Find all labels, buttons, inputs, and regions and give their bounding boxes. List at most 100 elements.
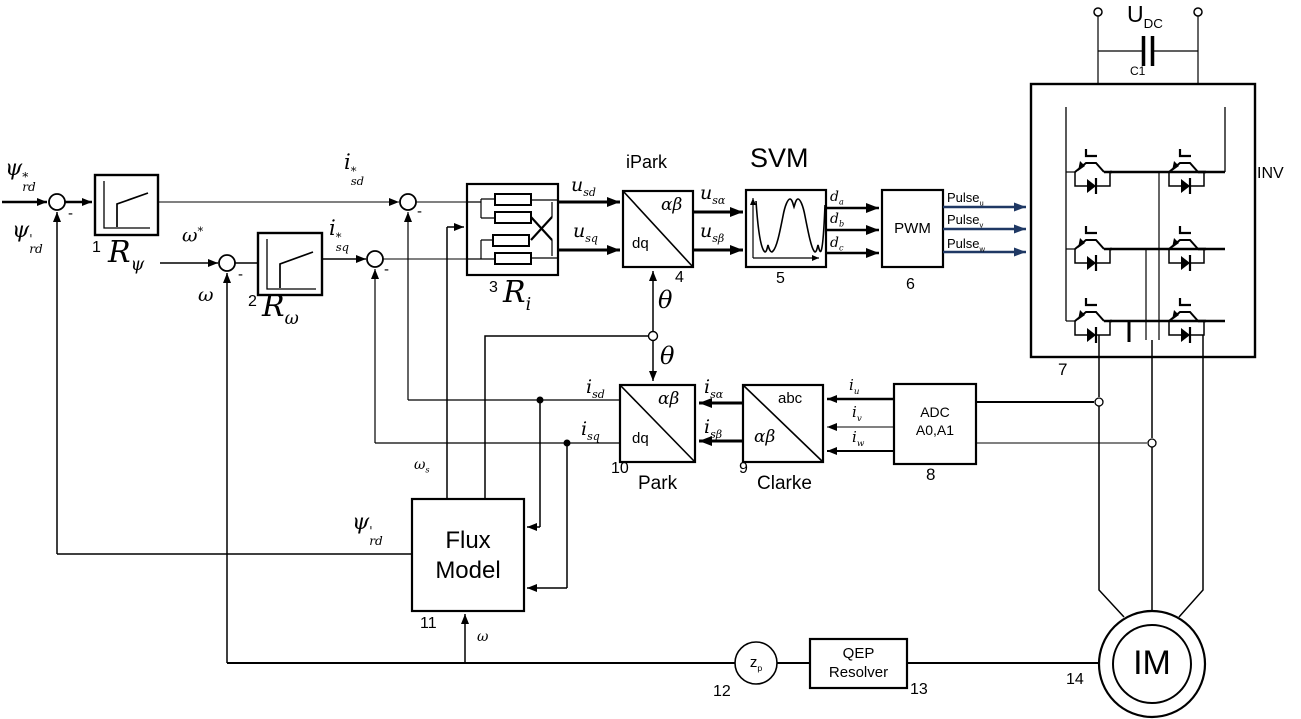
r-omega-block: [256, 231, 324, 297]
park-alphabeta-label: αβ: [658, 389, 680, 409]
qep-box: [808, 637, 909, 690]
igbt-icon: [1160, 149, 1206, 194]
dc-terminal-plus: [1093, 7, 1103, 17]
im-label: IM: [1133, 644, 1171, 682]
phase-v-tap-node: [1147, 438, 1157, 448]
minus-sign-isd-sum: -: [417, 203, 422, 220]
label-psi-rd-flux-output: ψ'rd: [352, 510, 383, 549]
label-isq-ref: i*sq: [329, 216, 350, 254]
block-number-1: 1: [92, 239, 101, 256]
udc-label: UDC: [1127, 1, 1163, 31]
dc-link: [1093, 7, 1203, 84]
block-number-4: 4: [675, 269, 684, 286]
svm-waveform-icon: [755, 198, 826, 253]
inverter-label: INV: [1257, 165, 1284, 182]
voltage-path-wires: [558, 197, 879, 258]
clarke-block: [741, 383, 825, 464]
block-number-12: 12: [713, 683, 731, 700]
label-pulse-w: Pulsew: [947, 236, 985, 254]
summing-junctions: [48, 193, 417, 272]
isq-branch-dot: [563, 439, 571, 447]
igbt-icon: [1066, 149, 1112, 194]
speed-sum-junction: [218, 254, 236, 272]
block-number-8: 8: [926, 465, 936, 484]
label-iv: iv: [852, 403, 862, 424]
ipark-title: iPark: [626, 152, 668, 172]
theta-wires: [484, 271, 659, 499]
label-usq: usq: [573, 220, 598, 245]
phase-u-tap-node: [1094, 397, 1104, 407]
ipark-block: [621, 189, 695, 269]
inverter-block: [1029, 82, 1257, 359]
label-is-beta: isβ: [704, 416, 723, 441]
igbt-icon: [1160, 226, 1206, 271]
clarke-title: Clarke: [757, 473, 812, 494]
zp-circle: [734, 641, 778, 685]
measured-current-wires: [699, 395, 894, 455]
block-number-6: 6: [906, 276, 915, 293]
label-is-alpha: isα: [704, 376, 724, 401]
isq-sum-junction: [366, 250, 384, 268]
label-isd-ref: i*sd: [344, 150, 365, 188]
park-block: [618, 383, 697, 464]
svm-block: [744, 188, 828, 269]
igbt-icon: [1066, 298, 1112, 343]
label-psi-rd-feedback: ψ'rd: [12, 218, 43, 257]
isd-sum-junction: [399, 193, 417, 211]
label-duty-b: db: [830, 211, 845, 229]
speed-loop-wires: [160, 255, 467, 267]
minus-sign-flux-sum: -: [68, 205, 73, 222]
ipark-dq-label: dq: [632, 235, 649, 252]
r-psi-label: Rψ: [108, 235, 145, 275]
r-omega-label: Rω: [262, 289, 299, 329]
r-i-label: Ri: [503, 275, 532, 315]
igbt-cells: [1066, 149, 1206, 343]
capacitor-label: C1: [1130, 64, 1146, 78]
label-theta-to-ipark: θ: [658, 286, 673, 314]
r-i-block: [465, 182, 560, 277]
block-number-3: 3: [489, 279, 498, 296]
flux-model-block: [410, 497, 526, 613]
theta-node: [647, 330, 659, 342]
label-omega-s: ωs: [414, 457, 430, 475]
label-duty-a: da: [830, 189, 844, 207]
block-number-14: 14: [1066, 671, 1084, 688]
speed-sensor-chain: [734, 637, 909, 690]
label-psi-rd-ref: ψ*rd: [5, 156, 36, 195]
pwm-block: [880, 188, 945, 269]
svm-title: SVM: [750, 143, 809, 173]
phase-wires: [976, 335, 1204, 618]
block-number-5: 5: [776, 270, 785, 287]
adc-block: [892, 382, 978, 466]
park-title: Park: [638, 473, 678, 494]
label-theta-to-park: θ: [660, 342, 675, 370]
block-number-13: 13: [910, 681, 928, 698]
label-duty-c: dc: [830, 235, 844, 253]
block-number-10: 10: [611, 460, 629, 477]
r-psi-block: [93, 173, 160, 237]
label-omega-ref: ω*: [182, 224, 204, 247]
zp-label: zp: [749, 654, 763, 673]
igbt-icon: [1066, 226, 1112, 271]
label-omega-feedback: ω: [198, 284, 214, 306]
label-isd-feedback: isd: [586, 376, 605, 401]
park-dq-label: dq: [632, 430, 649, 447]
igbt-icon: [1160, 298, 1206, 343]
pwm-pulse-wires: [943, 202, 1026, 257]
dc-terminal-minus: [1193, 7, 1203, 17]
minus-sign-speed-sum: -: [238, 266, 243, 283]
label-iu: iu: [849, 376, 860, 397]
pwm-label: PWM: [894, 220, 931, 237]
flux-sum-junction: [48, 193, 66, 211]
label-iw: iw: [852, 428, 865, 449]
clarke-alphabeta-label: αβ: [754, 427, 776, 447]
label-pulse-v: Pulsev: [947, 212, 984, 230]
feedback-wires: [53, 212, 1099, 664]
block-number-7: 7: [1058, 360, 1068, 379]
label-omega-to-flux-model: ω: [477, 629, 489, 645]
